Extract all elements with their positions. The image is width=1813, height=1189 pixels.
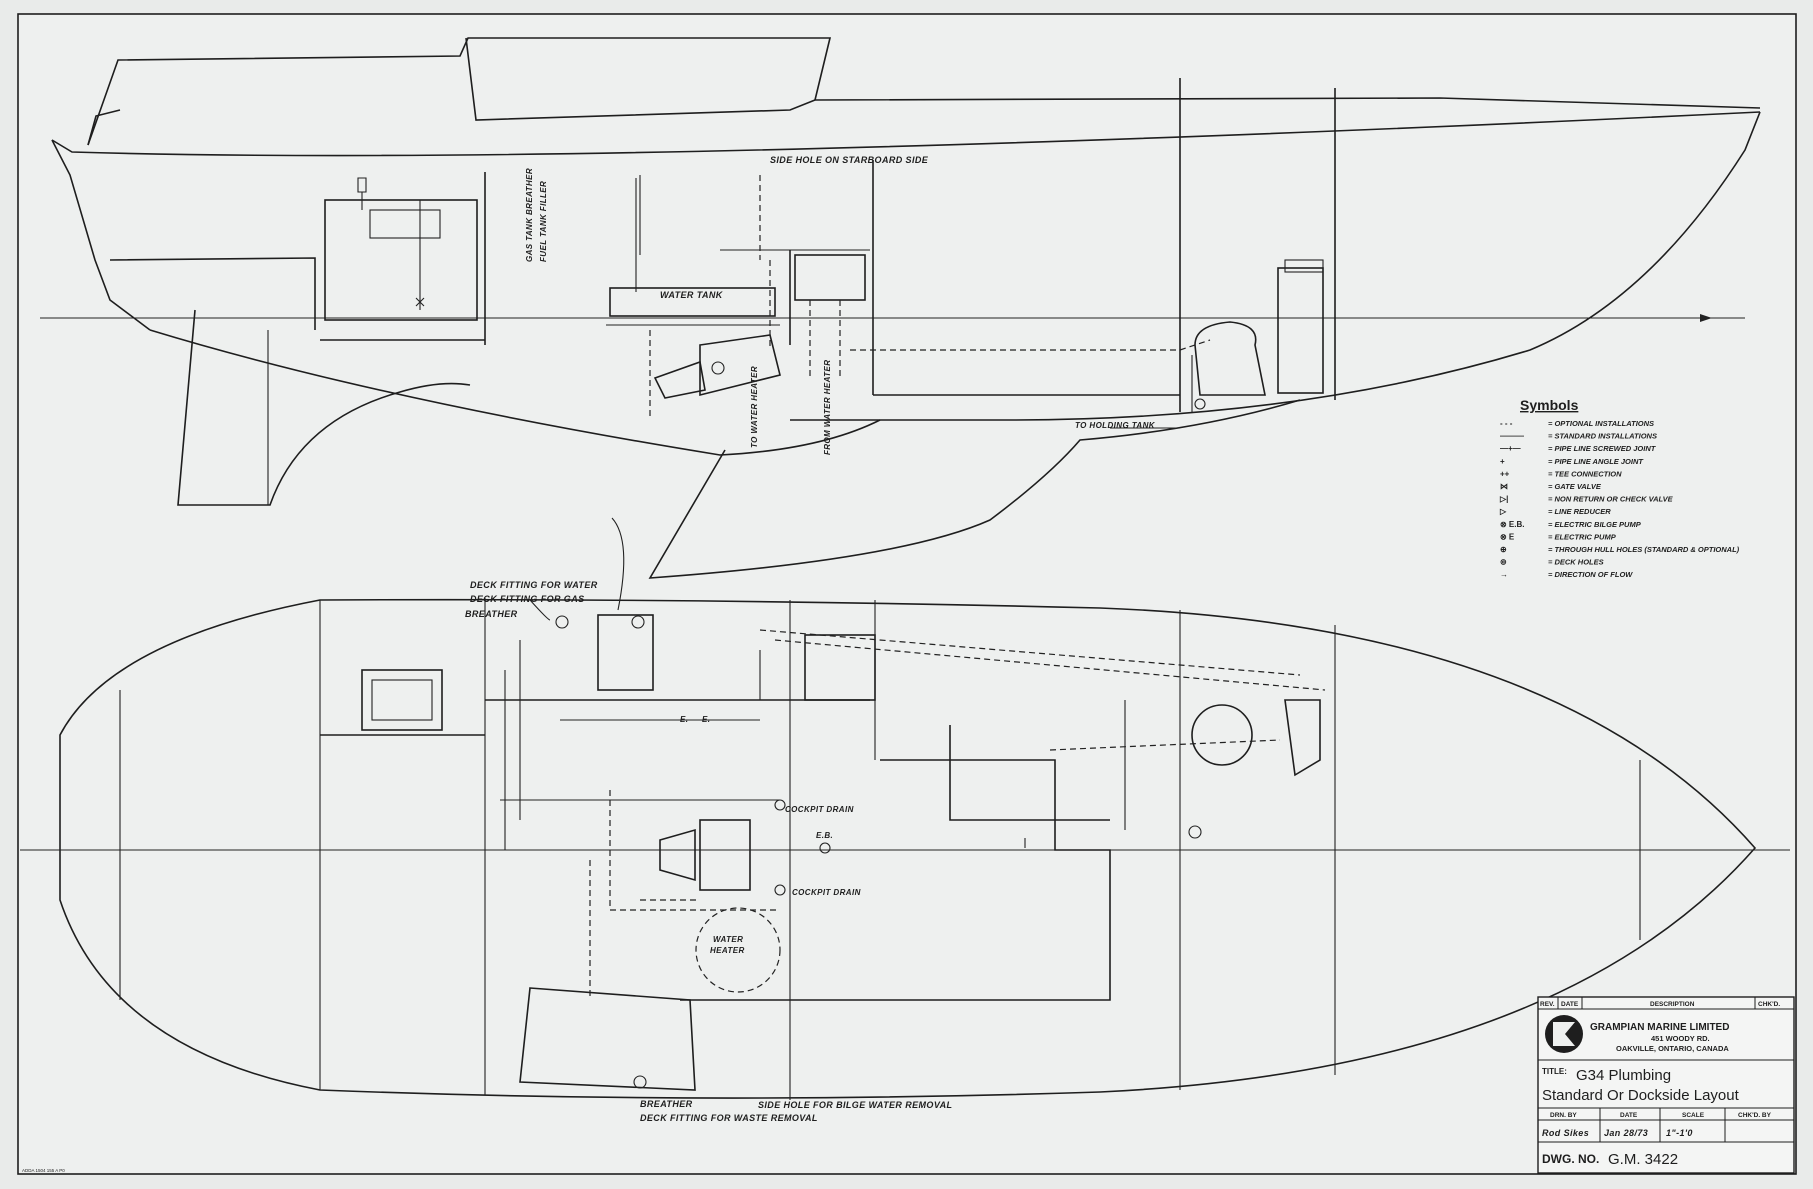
tb-scale-label: SCALE bbox=[1682, 1112, 1705, 1119]
legend-item-text: = TEE CONNECTION bbox=[1548, 469, 1622, 478]
company-logo bbox=[1545, 1015, 1583, 1053]
tb-company: GRAMPIAN MARINE LIMITED bbox=[1590, 1022, 1729, 1033]
tb-date-label: DATE bbox=[1620, 1112, 1638, 1119]
symbols-legend: Symbols - - - = OPTIONAL INSTALLATIONS ———… bbox=[1499, 397, 1740, 579]
tb-address1: 451 WOODY RD. bbox=[1651, 1034, 1710, 1043]
legend-symbol: → bbox=[1500, 570, 1508, 579]
label-water-tank: WATER TANK bbox=[660, 290, 724, 300]
legend-item-text: = ELECTRIC PUMP bbox=[1548, 532, 1617, 541]
drawing-labels: SIDE HOLE ON STARBOARD SIDE GAS TANK BRE… bbox=[465, 155, 1156, 1123]
legend-item-text: = ELECTRIC BILGE PUMP bbox=[1548, 520, 1642, 529]
tb-address2: OAKVILLE, ONTARIO, CANADA bbox=[1616, 1044, 1729, 1053]
label-deck-fitting-waste: DECK FITTING FOR WASTE REMOVAL bbox=[640, 1113, 818, 1123]
tb-rev: REV. bbox=[1540, 1001, 1555, 1008]
label-deck-fitting-water: DECK FITTING FOR WATER bbox=[470, 580, 598, 590]
legend-item-text: = NON RETURN OR CHECK VALVE bbox=[1548, 495, 1674, 504]
legend-symbol: ——— bbox=[1500, 432, 1524, 441]
label-deck-fitting-gas: DECK FITTING FOR GAS bbox=[470, 594, 585, 604]
label-breather-bottom: BREATHER bbox=[640, 1099, 693, 1109]
label-water-heater-2: HEATER bbox=[710, 946, 745, 955]
legend-item-text: = DIRECTION OF FLOW bbox=[1548, 570, 1633, 579]
legend-symbol: —+— bbox=[1500, 444, 1521, 453]
corner-mark: ADDA 1504 155 A P0 bbox=[22, 1168, 65, 1173]
legend-symbol: + bbox=[1500, 457, 1505, 466]
legend-symbol: ⊕ bbox=[1500, 545, 1507, 554]
legend-item-text: = PIPE LINE SCREWED JOINT bbox=[1548, 444, 1657, 453]
tb-chkd-by-label: CHK'D. BY bbox=[1738, 1112, 1772, 1119]
legend-item-text: = GATE VALVE bbox=[1548, 482, 1602, 491]
title-block: REV. DATE DESCRIPTION CHK'D. GRAMPIAN MA… bbox=[1537, 996, 1795, 1174]
legend-item-text: = OPTIONAL INSTALLATIONS bbox=[1548, 419, 1654, 428]
label-side-hole: SIDE HOLE ON STARBOARD SIDE bbox=[770, 155, 929, 165]
label-cockpit-drain-2: COCKPIT DRAIN bbox=[792, 888, 861, 897]
tb-drn-date: Jan 28/73 bbox=[1604, 1128, 1648, 1138]
label-gas-tank-breather: GAS TANK BREATHER bbox=[525, 168, 534, 262]
tb-chkd: CHK'D. bbox=[1758, 1001, 1780, 1008]
tb-title-line2: Standard Or Dockside Layout bbox=[1542, 1087, 1740, 1104]
keel bbox=[648, 399, 1301, 579]
legend-title: Symbols bbox=[1520, 397, 1579, 413]
legend-symbol: ⊗ E bbox=[1500, 532, 1515, 541]
tb-scale: 1"-1'0 bbox=[1666, 1128, 1693, 1138]
bow-stem bbox=[790, 111, 1761, 421]
legend-symbol: ++ bbox=[1500, 469, 1510, 478]
tb-title-line1: G34 Plumbing bbox=[1576, 1067, 1671, 1084]
label-eb: E.B. bbox=[816, 831, 833, 840]
legend-item-text: = THROUGH HULL HOLES (STANDARD & OPTIONA… bbox=[1548, 545, 1740, 554]
plan-hull-outline bbox=[59, 598, 1757, 1099]
label-to-holding-tank: TO HOLDING TANK bbox=[1075, 421, 1156, 430]
legend-item-text: = STANDARD INSTALLATIONS bbox=[1548, 432, 1657, 441]
legend-item-text: = PIPE LINE ANGLE JOINT bbox=[1548, 457, 1644, 466]
label-water-heater-1: WATER bbox=[713, 935, 743, 944]
tb-date: DATE bbox=[1561, 1001, 1579, 1008]
tb-drn-by: Rod Sikes bbox=[1542, 1128, 1589, 1138]
legend-symbol: - - - bbox=[1500, 419, 1513, 428]
sheer-line bbox=[51, 111, 1761, 157]
tb-description: DESCRIPTION bbox=[1650, 1001, 1695, 1008]
rudder bbox=[177, 309, 471, 506]
plan-view bbox=[20, 517, 1790, 1100]
water-heater bbox=[695, 907, 781, 993]
cabin-top-outline bbox=[87, 37, 1761, 146]
legend-symbol: ▷ bbox=[1499, 507, 1507, 516]
legend-symbol: ⋈ bbox=[1500, 482, 1508, 491]
legend-symbol: ⊚ bbox=[1500, 558, 1507, 567]
label-e1: E. bbox=[680, 715, 688, 724]
label-from-water-heater: FROM WATER HEATER bbox=[823, 360, 832, 455]
legend-item-text: = LINE REDUCER bbox=[1548, 507, 1611, 516]
legend-symbol: ⊗ E.B. bbox=[1500, 520, 1524, 529]
profile-view bbox=[40, 37, 1761, 579]
legend-item-text: = DECK HOLES bbox=[1548, 558, 1604, 567]
legend-symbol: ▷| bbox=[1499, 495, 1508, 504]
tb-dwg-label: DWG. NO. bbox=[1542, 1152, 1599, 1166]
sheet-border bbox=[17, 13, 1797, 1175]
tb-title-label: TITLE: bbox=[1542, 1067, 1567, 1076]
label-to-water-heater: TO WATER HEATER bbox=[750, 366, 759, 448]
transom bbox=[51, 139, 151, 331]
label-e2: E. bbox=[702, 715, 710, 724]
label-side-hole-bilge: SIDE HOLE FOR BILGE WATER REMOVAL bbox=[758, 1100, 952, 1110]
label-cockpit-drain-1: COCKPIT DRAIN bbox=[785, 805, 854, 814]
label-breather-top: BREATHER bbox=[465, 609, 518, 619]
tb-drn-by-label: DRN. BY bbox=[1550, 1112, 1577, 1119]
tb-dwg-no: G.M. 3422 bbox=[1608, 1151, 1678, 1168]
label-fuel-tank-filler: FUEL TANK FILLER bbox=[539, 181, 548, 262]
